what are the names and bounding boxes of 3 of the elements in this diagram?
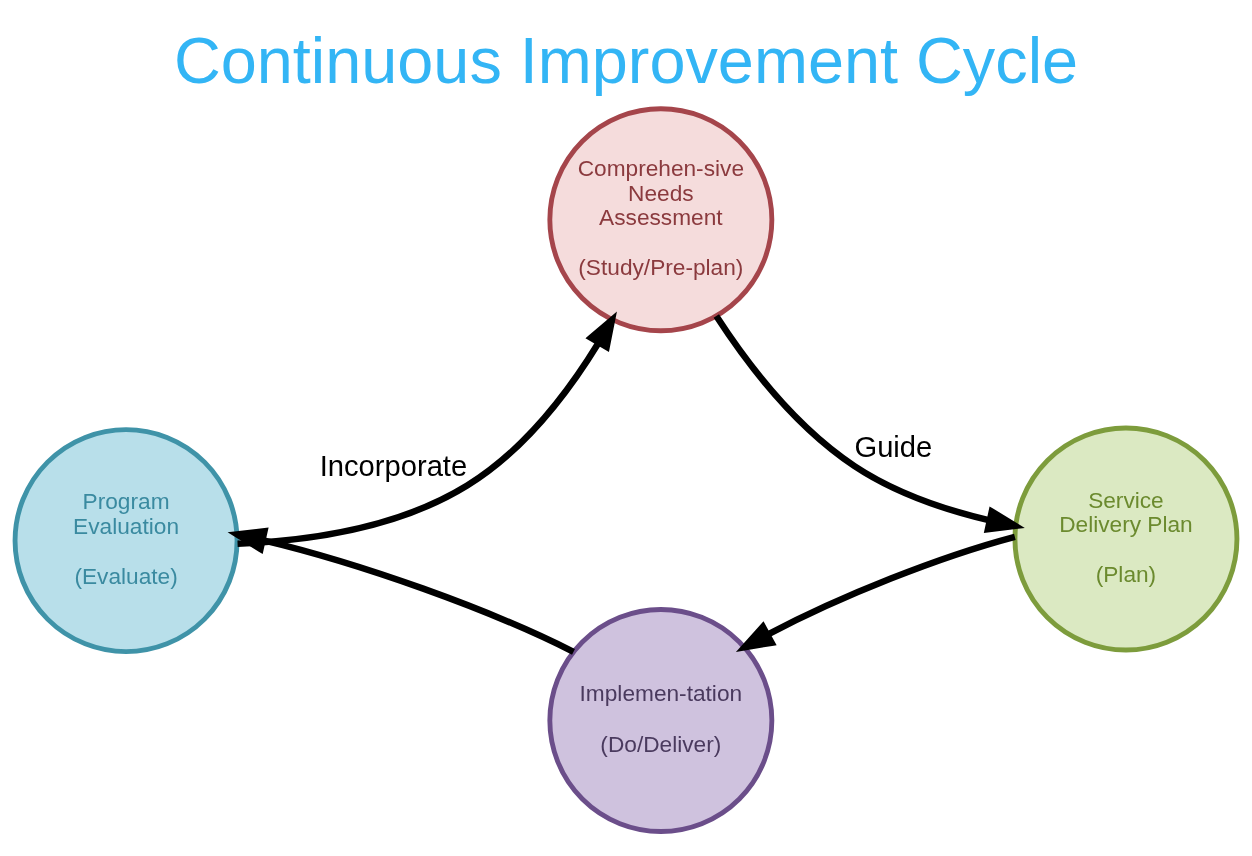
edge-label: Incorporate xyxy=(319,450,468,483)
diagram-title: Continuous Improvement Cycle xyxy=(173,23,1079,97)
edge-label: Guide xyxy=(854,431,933,464)
